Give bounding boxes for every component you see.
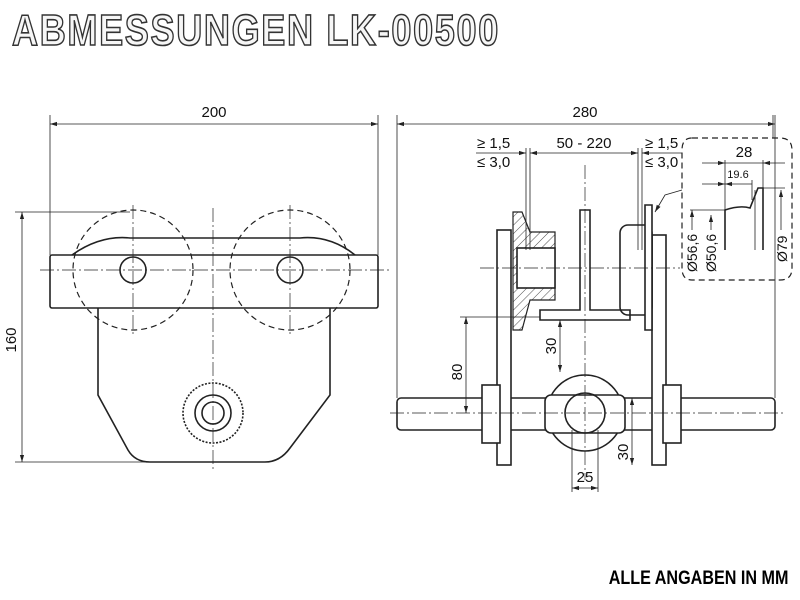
dim-width-25: 25	[577, 469, 594, 486]
side-plate	[97, 300, 331, 463]
right-flange	[644, 204, 653, 331]
hub-left	[481, 384, 501, 444]
dim-height-80: 80	[449, 364, 466, 381]
i-beam-web	[539, 209, 631, 321]
dim-max-gap-left: ≤ 3,0	[477, 154, 510, 171]
detail-frame	[681, 137, 793, 281]
dim-dia-79: Ø79	[774, 235, 790, 262]
dim-max-gap-right: ≤ 3,0	[645, 154, 678, 171]
flange-detail: 28 19.6 Ø56,6 Ø50,6 Ø79	[654, 115, 793, 281]
dim-dia-56-6: Ø56,6	[684, 234, 700, 272]
crossbar	[49, 254, 379, 309]
dim-height-front: 160	[3, 327, 20, 352]
detail-profile	[724, 187, 764, 250]
dim-flange-range: 50 - 220	[556, 135, 611, 152]
dim-detail-28: 28	[736, 144, 753, 161]
dim-min-gap-left: ≥ 1,5	[477, 135, 510, 152]
dim-height-30-upper: 30	[543, 338, 560, 355]
plate-top	[71, 236, 356, 256]
dim-min-gap-right: ≥ 1,5	[645, 135, 678, 152]
dim-height-30-lower: 30	[615, 444, 632, 461]
page-title: ABMESSUNGEN LK-00500	[11, 5, 500, 56]
dim-width-front: 200	[201, 104, 226, 121]
front-view: 200 160	[3, 104, 390, 470]
units-note: ALLE ANGABEN IN MM	[608, 568, 788, 589]
hub-right	[662, 384, 682, 444]
dim-width-side: 280	[572, 104, 597, 121]
dim-detail-19-6: 19.6	[727, 169, 748, 181]
gear-wheel	[182, 382, 244, 444]
side-view: 280 50 - 220 ≥ 1,5 ≤ 3,0 ≥ 1,5 ≤ 3,0 80 …	[390, 104, 785, 492]
dim-dia-50-6: Ø50,6	[703, 234, 719, 272]
